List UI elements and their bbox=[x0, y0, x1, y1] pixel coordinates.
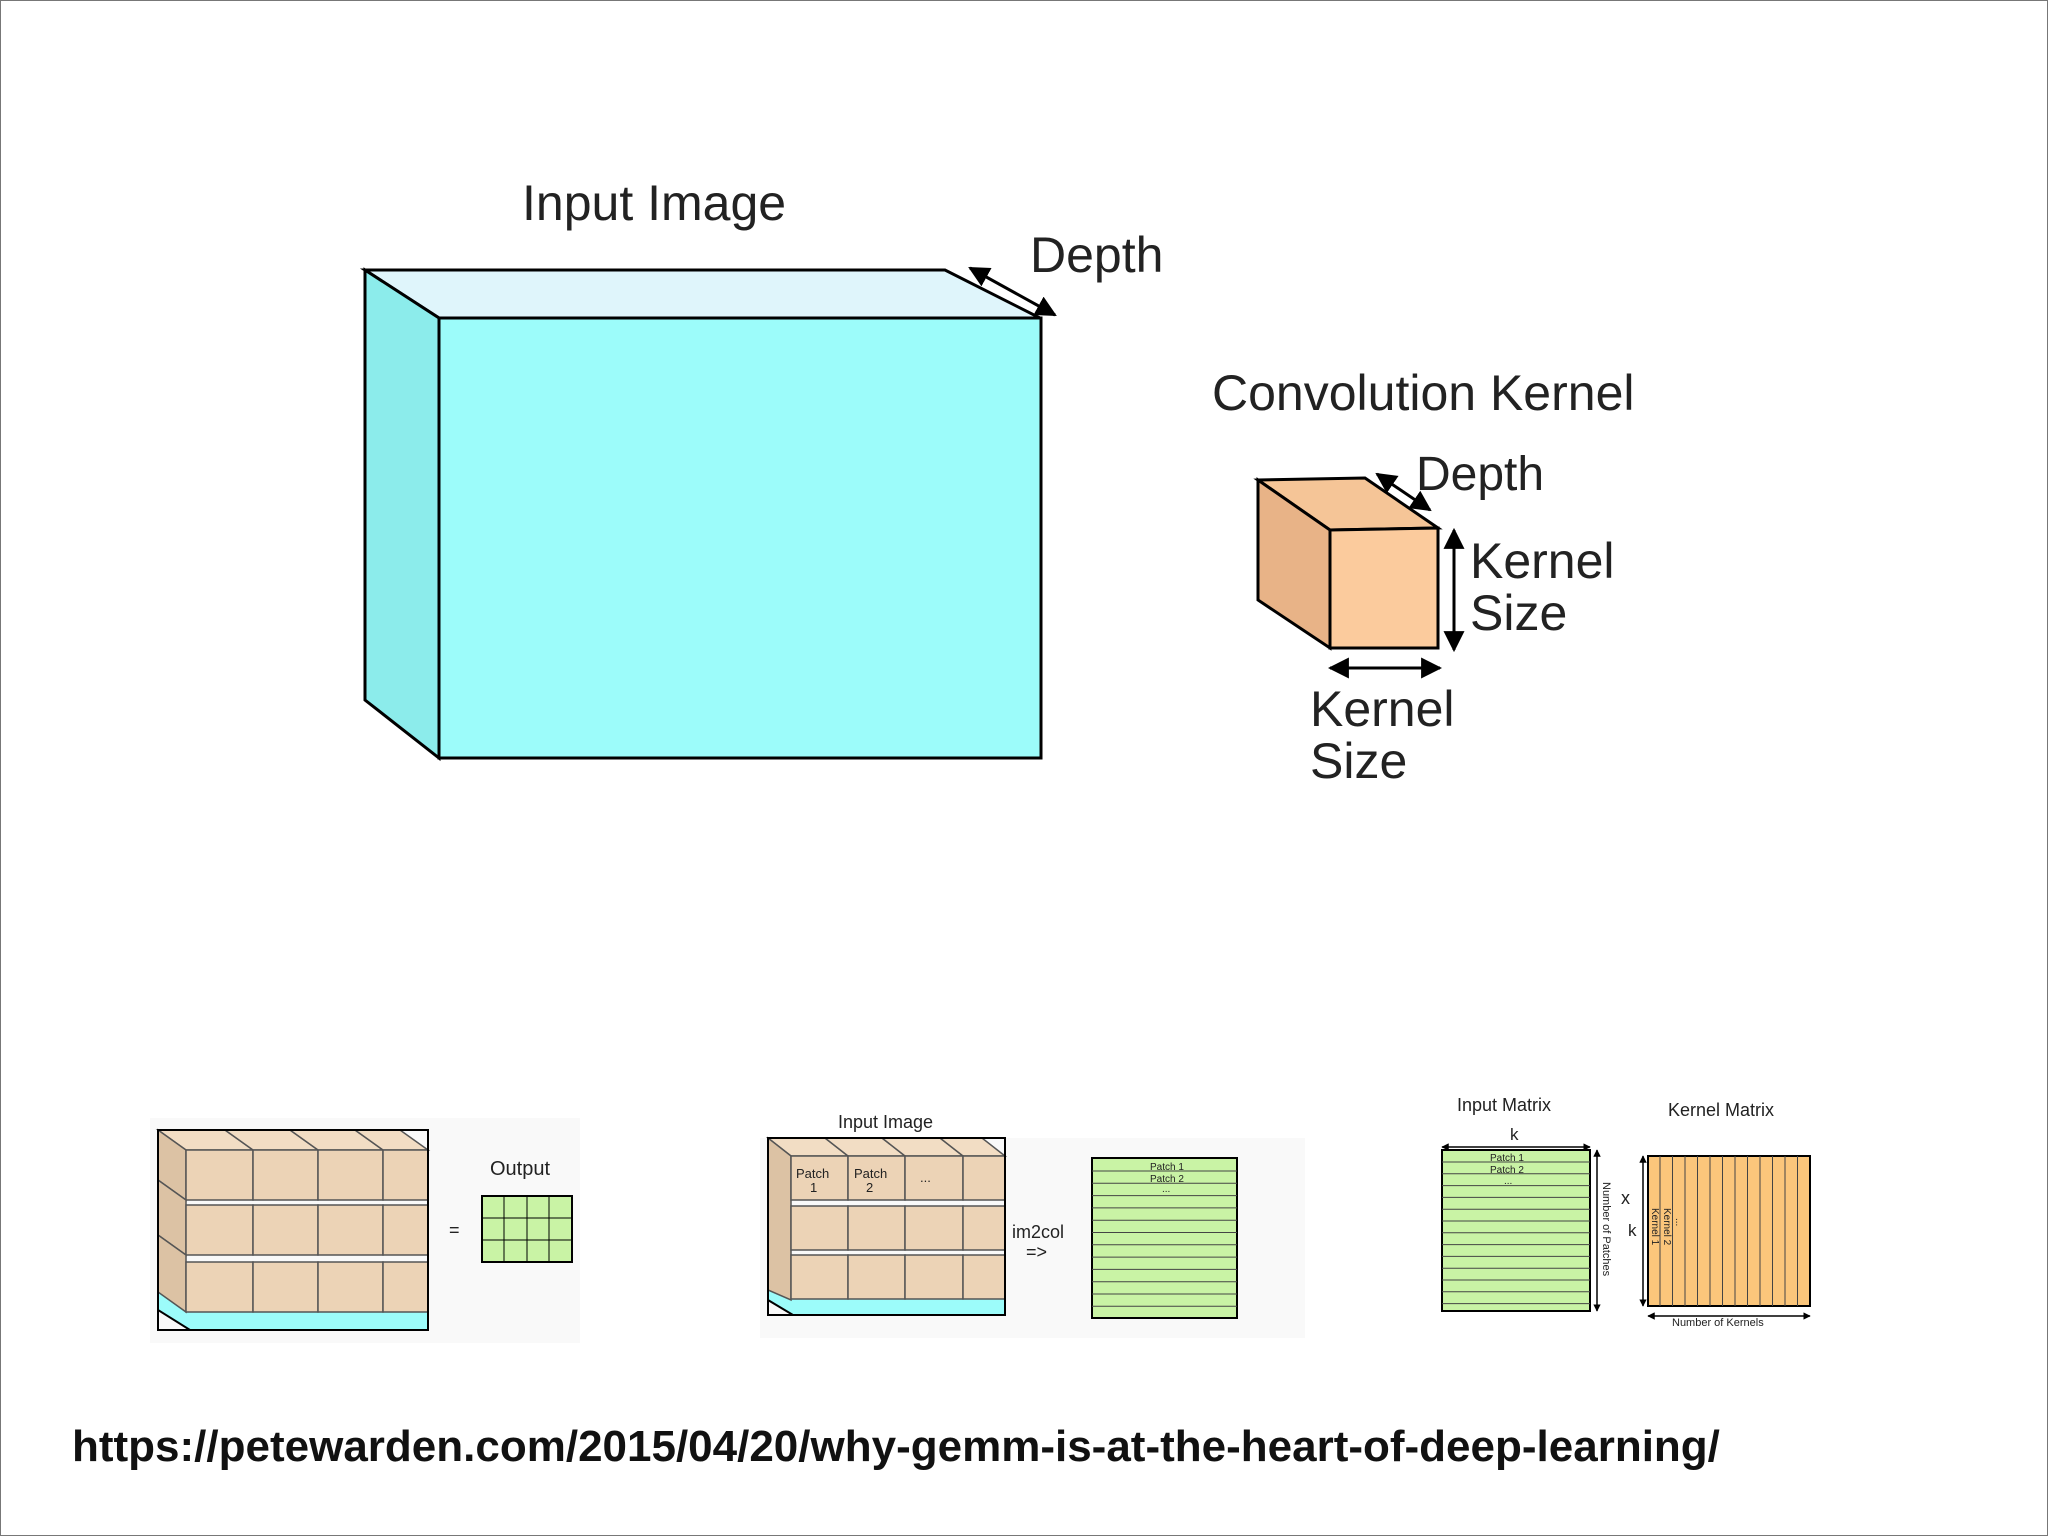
kernel-col-2: Kernel 2 bbox=[1661, 1208, 1672, 1246]
thumbnail-convolution: = Output bbox=[150, 1118, 580, 1343]
input-matrix-title: Input Matrix bbox=[1457, 1095, 1551, 1115]
convolution-kernel-block: Convolution Kernel Depth Kernel Size Ker… bbox=[1212, 365, 1635, 789]
input-depth-label: Depth bbox=[1030, 227, 1163, 283]
im2col-cube-grid bbox=[765, 1136, 1008, 1302]
input-row-ellipsis: ... bbox=[1504, 1176, 1512, 1187]
kernel-size-bottom-line2: Size bbox=[1310, 733, 1407, 789]
input-image-top-face bbox=[359, 268, 1041, 320]
patch-1-label-line2: 1 bbox=[810, 1180, 817, 1195]
kernel-depth-label: Depth bbox=[1416, 448, 1544, 501]
input-depth-arrow bbox=[968, 266, 1057, 317]
kernel-title: Convolution Kernel bbox=[1212, 365, 1635, 421]
k-side-label: k bbox=[1628, 1221, 1637, 1240]
conv-equals: = bbox=[449, 1220, 460, 1240]
kernel-size-right-line2: Size bbox=[1470, 585, 1567, 641]
im2col-op-line1: im2col bbox=[1012, 1222, 1064, 1242]
kernels-axis-label: Number of Kernels bbox=[1672, 1317, 1764, 1329]
kernel-matrix: Kernel 1 Kernel 2 ... bbox=[1647, 1155, 1811, 1307]
times-symbol: x bbox=[1621, 1188, 1630, 1208]
input-row-patch1: Patch 1 bbox=[1490, 1153, 1524, 1164]
im2col-row-patch1: Patch 1 bbox=[1150, 1162, 1184, 1173]
conv-output-grid bbox=[481, 1195, 573, 1263]
input-image-front-face bbox=[437, 316, 1043, 760]
thumbnail-im2col: Input Image Patch 1 Patch 2 ... im2co bbox=[760, 1112, 1305, 1338]
patches-axis-label: Number of Patches bbox=[1600, 1182, 1612, 1277]
conv-output-label: Output bbox=[490, 1158, 550, 1180]
input-row-patch2: Patch 2 bbox=[1490, 1165, 1524, 1176]
input-image-block: Input Image Depth bbox=[359, 175, 1163, 762]
im2col-op-line2: => bbox=[1026, 1242, 1047, 1262]
patch-2-label-line2: 2 bbox=[866, 1180, 873, 1195]
input-image-side-face bbox=[363, 267, 441, 762]
im2col-row-ellipsis: ... bbox=[1162, 1184, 1170, 1195]
k-top-label: k bbox=[1510, 1125, 1519, 1144]
patch-2-label-line1: Patch bbox=[854, 1166, 887, 1181]
input-matrix: Patch 1 Patch 2 ... bbox=[1441, 1149, 1591, 1312]
kernel-col-1: Kernel 1 bbox=[1649, 1208, 1660, 1246]
kernel-size-right-line1: Kernel bbox=[1470, 533, 1615, 589]
im2col-input-title: Input Image bbox=[838, 1112, 933, 1132]
im2col-patch-matrix: Patch 1 Patch 2 ... bbox=[1091, 1157, 1238, 1319]
patch-ellipsis-label: ... bbox=[920, 1170, 931, 1185]
kernel-front-face bbox=[1328, 526, 1440, 650]
kernel-size-bottom-line1: Kernel bbox=[1310, 681, 1455, 737]
patch-1-label-line1: Patch bbox=[796, 1166, 829, 1181]
kernel-col-ellipsis: ... bbox=[1673, 1218, 1684, 1226]
source-url-link[interactable]: https://petewarden.com/2015/04/20/why-ge… bbox=[72, 1422, 1720, 1471]
im2col-row-patch2: Patch 2 bbox=[1150, 1174, 1184, 1185]
input-image-title: Input Image bbox=[522, 175, 786, 231]
kernel-matrix-title: Kernel Matrix bbox=[1668, 1100, 1774, 1120]
thumbnail-gemm: Input Matrix Kernel Matrix k Patch 1 Pat… bbox=[1441, 1095, 1811, 1329]
conv-cube-grid bbox=[155, 1128, 431, 1331]
kernel-depth-arrow bbox=[1375, 472, 1432, 512]
